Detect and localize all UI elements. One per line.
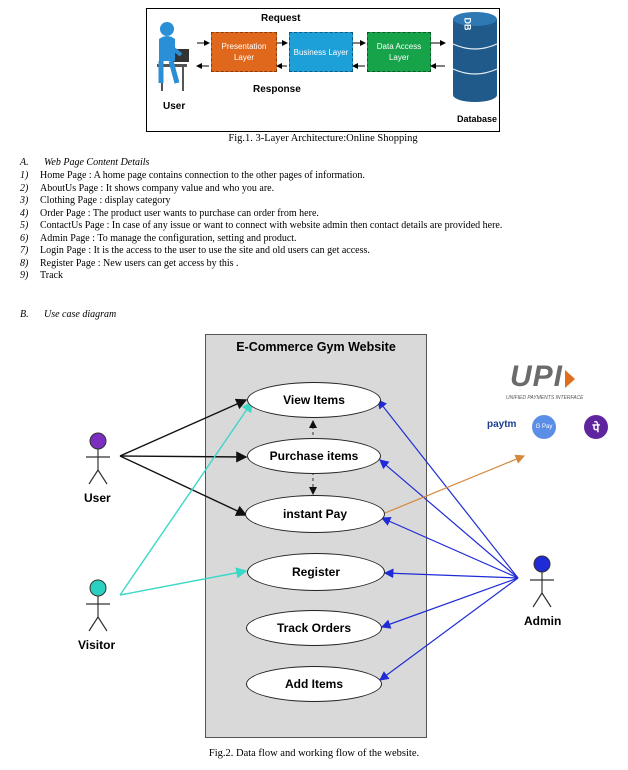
use-case-diagram: E-Commerce Gym Website bbox=[0, 320, 628, 750]
phonepe-icon: पे bbox=[584, 415, 608, 439]
figure2-caption: Fig.2. Data flow and working flow of the… bbox=[208, 748, 420, 759]
list-item: 7)Login Page : It is the access to the u… bbox=[20, 245, 370, 256]
use-case-instant-pay: instant Pay bbox=[245, 495, 385, 533]
use-case-add-items: Add Items bbox=[246, 666, 382, 702]
user-actor-figure bbox=[86, 432, 110, 485]
data-access-layer-box: Data Access Layer bbox=[367, 32, 431, 72]
list-item: 8)Register Page : New users can get acce… bbox=[20, 257, 239, 269]
presentation-layer-box: Presentation Layer bbox=[211, 32, 277, 72]
upi-logo: UPI bbox=[510, 360, 564, 393]
system-title: E-Commerce Gym Website bbox=[236, 340, 396, 354]
list-item: 9)Track bbox=[20, 270, 63, 281]
section-a-heading: A. Web Page Content Details bbox=[20, 157, 149, 168]
paytm-logo: paytm bbox=[487, 419, 517, 430]
database-label: Database bbox=[457, 114, 498, 124]
business-layer-box: Business Layer bbox=[289, 32, 353, 72]
list-item: 5)ContactUs Page : In case of any issue … bbox=[20, 220, 503, 231]
db-icon-label: DB bbox=[462, 17, 473, 31]
upi-subtitle: UNIFIED PAYMENTS INTERFACE bbox=[506, 395, 584, 401]
use-case-connectors bbox=[86, 398, 554, 681]
visitor-actor-label: Visitor bbox=[78, 638, 116, 652]
section-a-title: Web Page Content Details bbox=[44, 157, 150, 168]
list-item: 1)Home Page : A home page contains conne… bbox=[20, 170, 365, 181]
section-b-title: Use case diagram bbox=[44, 309, 117, 320]
user-label: User bbox=[163, 101, 186, 112]
response-label: Response bbox=[253, 84, 301, 95]
section-a-label: A. bbox=[20, 157, 29, 168]
content-list: 1)Home Page : A home page contains conne… bbox=[20, 170, 620, 283]
admin-actor-figure bbox=[530, 555, 554, 608]
request-label: Request bbox=[261, 13, 301, 24]
list-item: 2)AboutUs Page : It shows company value … bbox=[20, 182, 275, 194]
upi-arrow-icon bbox=[565, 370, 575, 388]
use-case-purchase-items: Purchase items bbox=[247, 438, 381, 474]
architecture-figure: Request Response User Database DB Presen… bbox=[146, 8, 500, 132]
list-item: 6)Admin Page : To manage the configurati… bbox=[20, 232, 297, 244]
list-item: 3)Clothing Page : display category bbox=[20, 195, 171, 206]
use-case-view-items: View Items bbox=[247, 382, 381, 418]
section-b-label: B. bbox=[20, 309, 29, 320]
user-actor-label: User bbox=[84, 491, 111, 505]
gpay-icon: G Pay bbox=[532, 415, 556, 439]
visitor-actor-figure bbox=[86, 579, 110, 632]
use-case-register: Register bbox=[247, 553, 385, 591]
figure1-caption: Fig.1. 3-Layer Architecture:Online Shopp… bbox=[228, 133, 418, 144]
list-item: 4)Order Page : The product user wants to… bbox=[20, 207, 319, 219]
database-icon bbox=[452, 12, 498, 102]
user-computer-icon bbox=[157, 22, 189, 91]
section-b-heading: B. Use case diagram bbox=[20, 309, 116, 320]
use-case-track-orders: Track Orders bbox=[246, 610, 382, 646]
admin-actor-label: Admin bbox=[524, 614, 562, 628]
architecture-arrows bbox=[157, 12, 498, 102]
